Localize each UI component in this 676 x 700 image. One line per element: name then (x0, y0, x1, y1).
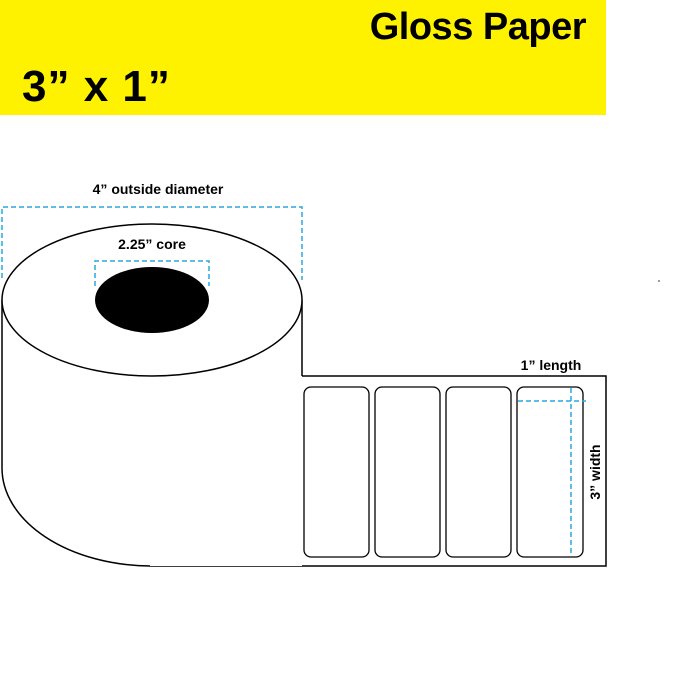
product-title: Gloss Paper (369, 6, 587, 48)
roll-core (95, 267, 209, 333)
title-banner: Gloss Paper 3” x 1” (0, 0, 606, 115)
outside-diameter-dimension-line (1, 206, 303, 280)
label-4 (516, 386, 584, 558)
label-3 (445, 386, 512, 558)
dimension-lines (1, 206, 586, 556)
core-label: 2.25” core (118, 236, 186, 252)
label-1 (303, 386, 370, 558)
stray-dot (658, 280, 660, 282)
width-label: 3” width (587, 444, 603, 499)
label-2 (374, 386, 441, 558)
outside-diameter-label: 4” outside diameter (93, 181, 224, 197)
label-size-title: 3” x 1” (22, 62, 171, 111)
roll-body-outline (1, 300, 151, 567)
core-dimension-line (94, 260, 210, 286)
length-label: 1” length (521, 357, 582, 373)
